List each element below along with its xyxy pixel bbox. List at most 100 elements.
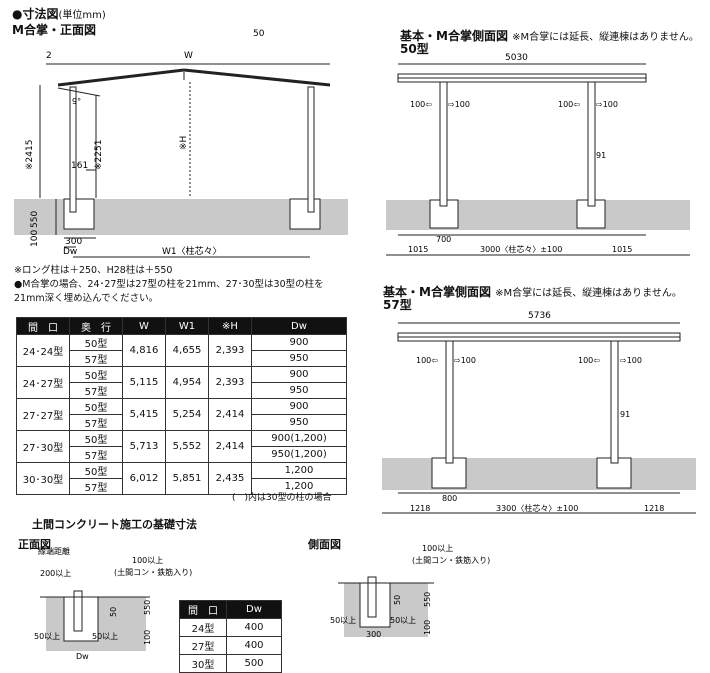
table-row: 57型 950 bbox=[17, 350, 347, 367]
table-cell: 900 bbox=[251, 398, 347, 415]
table-cell: 2,393 bbox=[208, 334, 252, 367]
side57-label-right: 1218 bbox=[644, 504, 664, 513]
col-header: ※H bbox=[208, 317, 252, 335]
col-header: 間 口 bbox=[16, 317, 70, 335]
fs-label-100: 100 bbox=[423, 620, 432, 635]
table-cell: 27･27型 bbox=[16, 398, 70, 431]
front-label-550: 550 bbox=[30, 211, 40, 228]
side57-label-800: 800 bbox=[442, 494, 457, 503]
table-cell: 900(1,200) bbox=[251, 430, 347, 447]
front-label-300: 300 bbox=[65, 237, 82, 247]
table-cell: 24･27型 bbox=[16, 366, 70, 399]
table-cell: 6,012 bbox=[122, 462, 166, 495]
table-cell: 50型 bbox=[69, 366, 123, 383]
ff-label-edge: 縁端距離 bbox=[38, 546, 70, 556]
foundation-side-title: 側面図 bbox=[308, 538, 341, 551]
col-header: 間 口 bbox=[179, 600, 227, 619]
fs-label-conc2: (土間コン・鉄筋入り) bbox=[412, 555, 490, 565]
table-cell: 57型 bbox=[69, 350, 123, 367]
side50-title: 基本・M合掌側面図 ※M合掌には延長、縦連棟はありません。 bbox=[400, 29, 699, 43]
front-label-angle: 9° bbox=[72, 97, 81, 106]
ff-label-conc2: (土間コン・鉄筋入り) bbox=[114, 567, 192, 577]
ff-label-edge-val: 200以上 bbox=[40, 569, 71, 578]
side50-label-100a: 100⇦ bbox=[410, 100, 432, 109]
table-cell: 950 bbox=[251, 382, 347, 399]
table-cell: 27･30型 bbox=[16, 430, 70, 463]
table-cell: 57型 bbox=[69, 478, 123, 495]
side57-label-total: 5736 bbox=[528, 311, 551, 321]
table-cell: 900 bbox=[251, 366, 347, 383]
table-cell: 50型 bbox=[69, 334, 123, 351]
front-label-161: 161 bbox=[71, 161, 88, 171]
table-cell: 50型 bbox=[69, 430, 123, 447]
front-view-title: M合掌・正面図 bbox=[12, 23, 96, 37]
ff-label-conc: 100以上 bbox=[132, 556, 163, 565]
table-cell: 2,414 bbox=[208, 430, 252, 463]
fs-label-300: 300 bbox=[366, 630, 381, 639]
table-cell: 1,200 bbox=[251, 478, 347, 495]
table-cell: 1,200 bbox=[251, 462, 347, 479]
side57-label-100b: ⇨100 bbox=[454, 356, 476, 365]
front-view-diagram: 2 W 50 9° ※2415 ※2251 161 ※H 550 100 300… bbox=[14, 29, 348, 258]
table-cell: 5,115 bbox=[122, 366, 166, 399]
note-2: ●M合掌の場合、24･27型は27型の柱を21mm、27･30型は30型の柱を bbox=[14, 279, 324, 290]
table-cell: 30･30型 bbox=[16, 462, 70, 495]
side50-label-total: 5030 bbox=[505, 53, 528, 63]
side50-subtitle: 50型 bbox=[400, 42, 429, 56]
table-cell: 5,415 bbox=[122, 398, 166, 431]
foundation-side-diagram: 100以上 (土間コン・鉄筋入り) 50 550 50以上 50以上 300 1… bbox=[330, 544, 490, 639]
table-cell: 57型 bbox=[69, 382, 123, 399]
side50-diagram: 5030 100⇦ ⇨100 100⇦ ⇨100 91 700 1015 300… bbox=[386, 53, 690, 256]
table-cell: 5,254 bbox=[165, 398, 209, 431]
side57-subtitle: 57型 bbox=[383, 298, 412, 312]
table-cell: 900 bbox=[251, 334, 347, 351]
front-label-2: 2 bbox=[46, 51, 52, 61]
table-cell: 950(1,200) bbox=[251, 446, 347, 463]
table-cell: 50型 bbox=[69, 398, 123, 415]
side57-label-left: 1218 bbox=[410, 504, 430, 513]
foundation-front-diagram: 縁端距離 200以上 100以上 (土間コン・鉄筋入り) 50 550 50以上… bbox=[34, 546, 192, 661]
table-cell: 950 bbox=[251, 350, 347, 367]
ff-label-50: 50 bbox=[109, 607, 118, 617]
ff-label-r50: 50以上 bbox=[92, 632, 118, 641]
table-cell: 5,713 bbox=[122, 430, 166, 463]
front-label-w1: W1〈柱芯々〉 bbox=[162, 245, 222, 257]
side57-label-100c: 100⇦ bbox=[578, 356, 600, 365]
page-title: ●寸法図(単位mm) bbox=[12, 7, 106, 21]
side50-label-100b: ⇨100 bbox=[448, 100, 470, 109]
table-row: 57型 1,200 bbox=[17, 478, 347, 495]
col-header: 奥 行 bbox=[69, 317, 123, 335]
side57-label-91: 91 bbox=[620, 410, 630, 419]
foundation-front-title: 正面図 bbox=[18, 538, 51, 551]
side57-title: 基本・M合掌側面図 ※M合掌には延長、縦連棟はありません。 bbox=[383, 285, 682, 299]
table-cell: 5,851 bbox=[165, 462, 209, 495]
table-cell: 400 bbox=[226, 618, 282, 637]
fs-label-550: 550 bbox=[423, 592, 432, 607]
table-cell: 4,655 bbox=[165, 334, 209, 367]
side50-label-left: 1015 bbox=[408, 245, 428, 254]
table-cell: 500 bbox=[226, 654, 282, 673]
table-cell: 57型 bbox=[69, 414, 123, 431]
col-header: Dw bbox=[226, 600, 282, 619]
foundation-title: 土間コンクリート施工の基礎寸法 bbox=[32, 518, 197, 531]
front-label-h2415: ※2415 bbox=[25, 140, 35, 170]
ff-label-100: 100 bbox=[143, 630, 152, 645]
side57-label-100d: ⇨100 bbox=[620, 356, 642, 365]
fs-label-conc: 100以上 bbox=[422, 544, 453, 553]
ff-label-dw: Dw bbox=[76, 652, 89, 661]
side57-label-mid: 3300〈柱芯々〉±100 bbox=[496, 503, 578, 513]
side50-label-mid: 3000〈柱芯々〉±100 bbox=[480, 244, 562, 254]
front-label-h2251: ※2251 bbox=[94, 140, 104, 170]
table-cell: 57型 bbox=[69, 446, 123, 463]
ff-label-550: 550 bbox=[143, 600, 152, 615]
table-cell: 4,954 bbox=[165, 366, 209, 399]
front-label-w: W bbox=[184, 51, 193, 61]
